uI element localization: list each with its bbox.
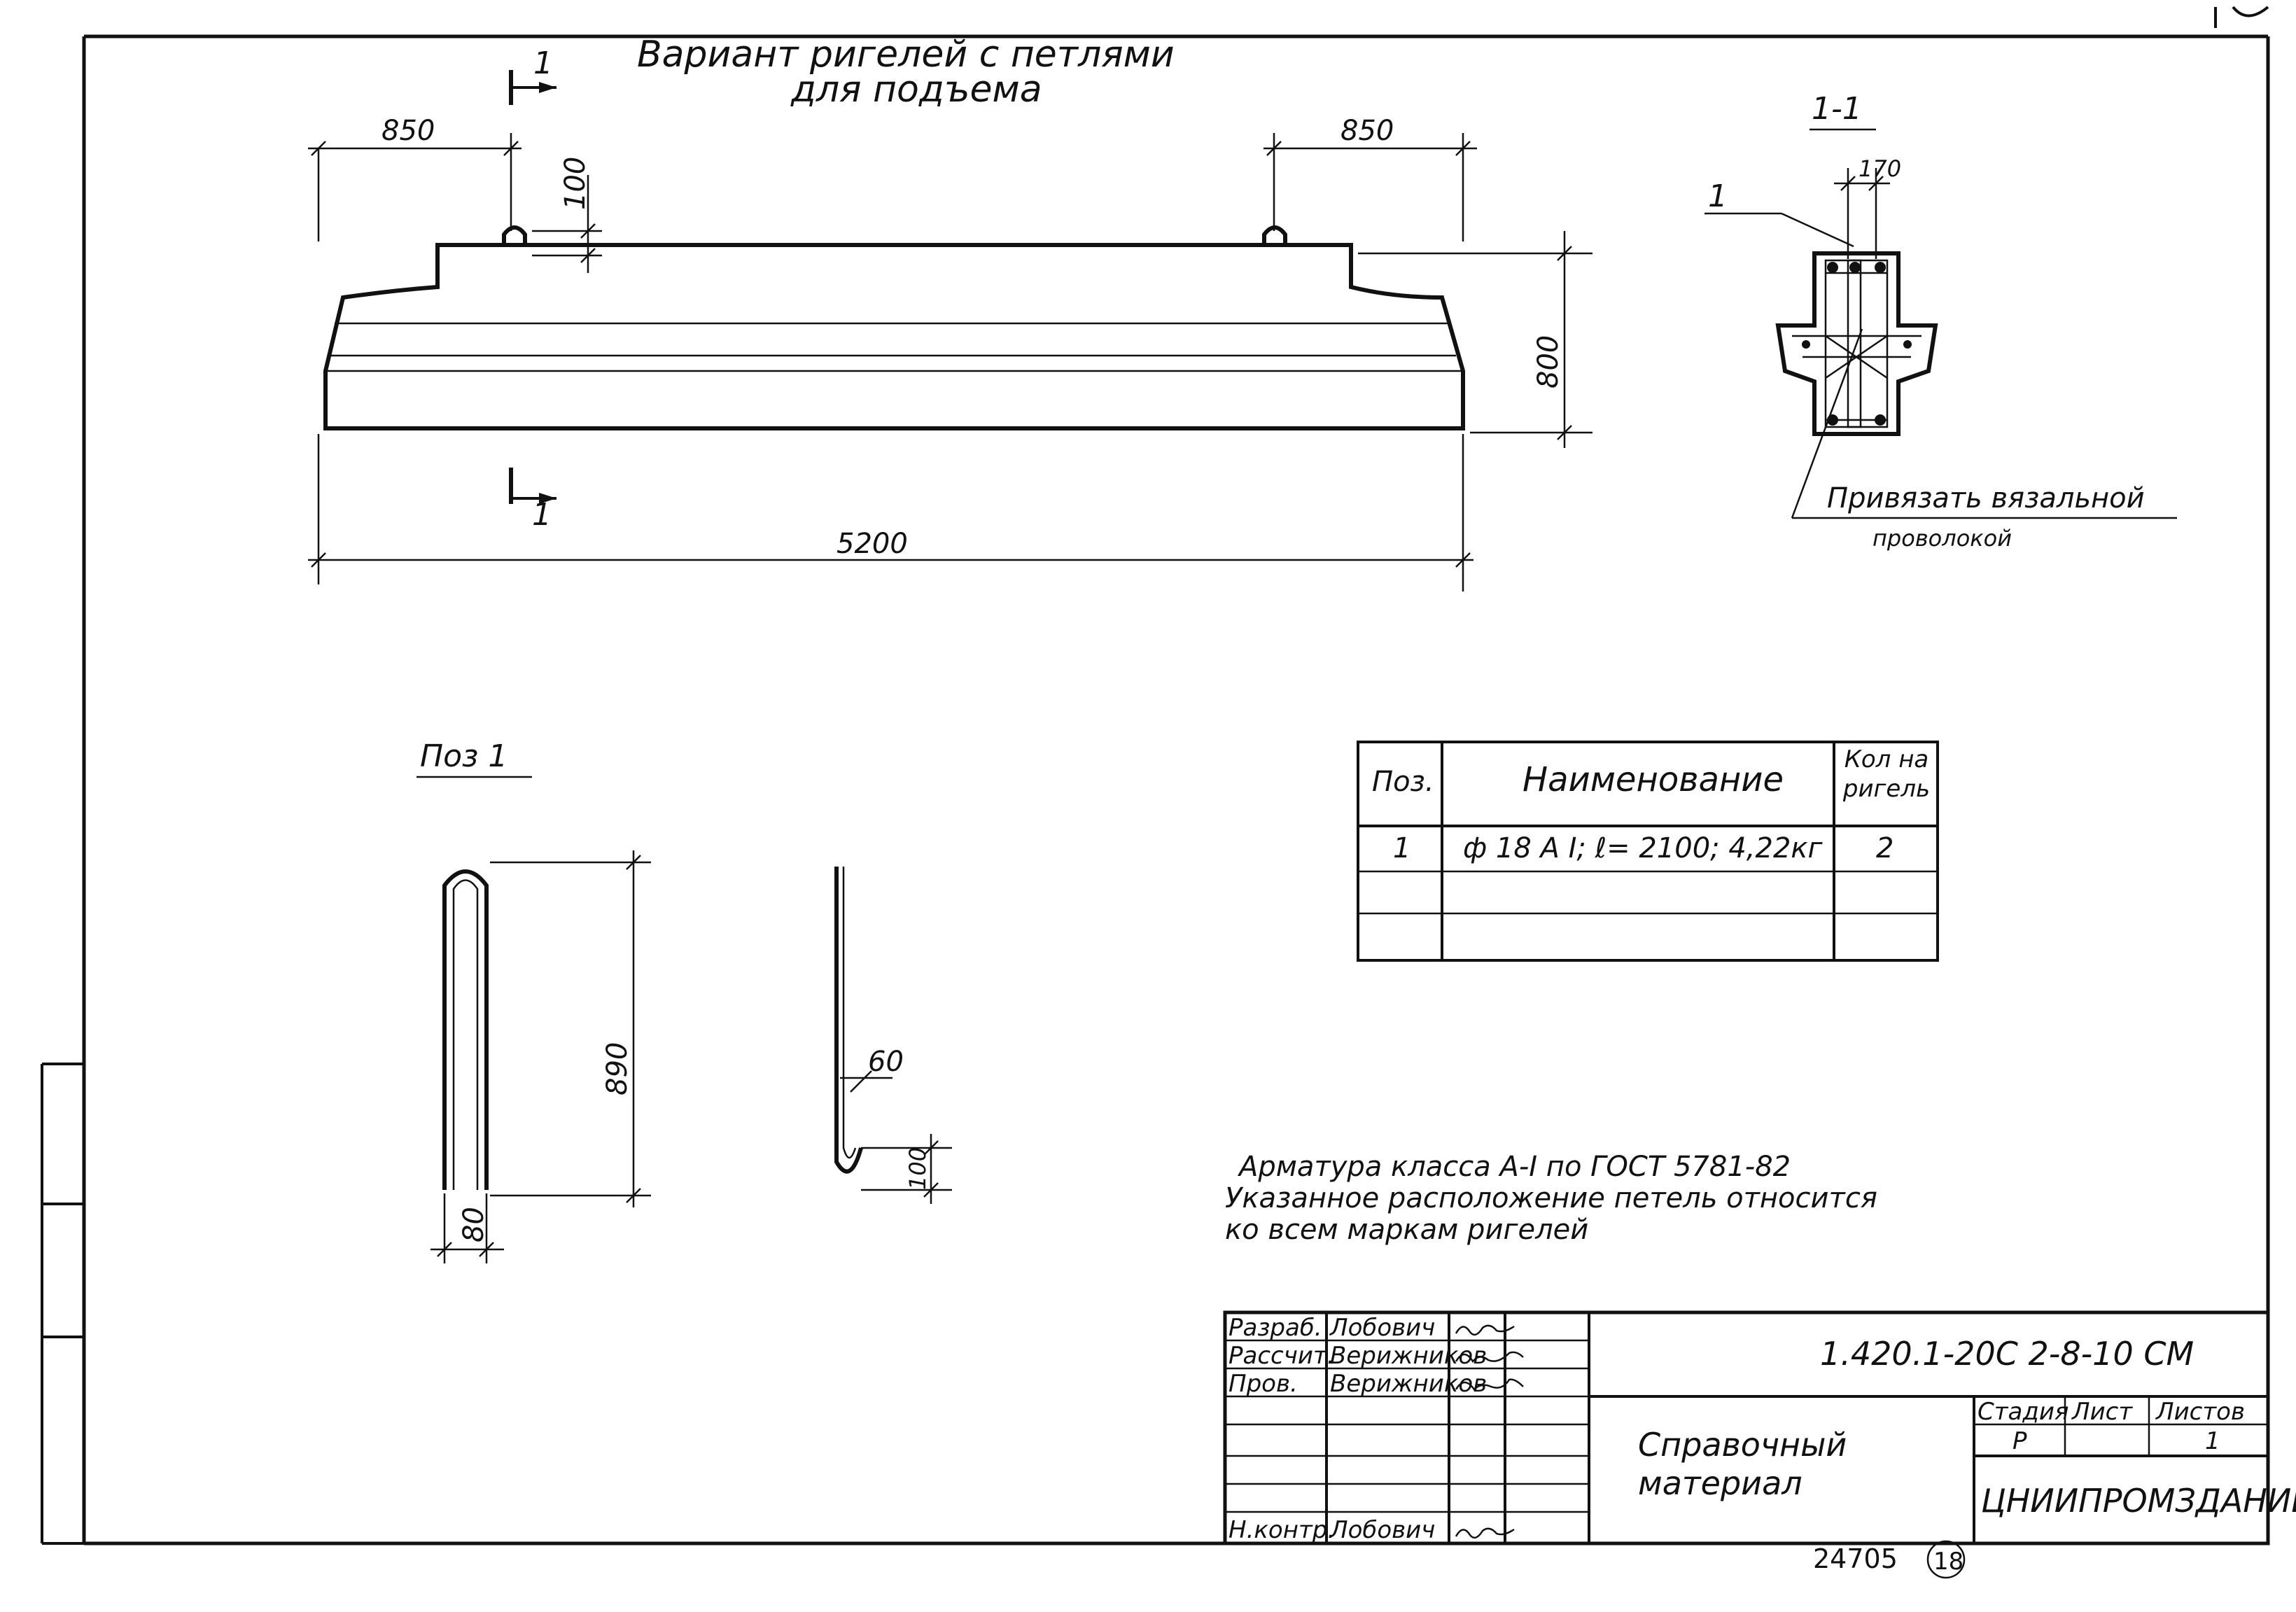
- page-number: 18: [1933, 1548, 1963, 1576]
- dim-pos-height: 890: [601, 1042, 634, 1095]
- table-row-name: ф 18 А I; ℓ= 2100; 4,22кг: [1463, 832, 1823, 864]
- role-name: Верижников: [1330, 1370, 1487, 1398]
- section-arrow-icon: [539, 82, 556, 93]
- beam-outline: [323, 243, 1465, 430]
- title-block: Разраб. Лобович Рассчит. Верижников Пров…: [1223, 1310, 2296, 1546]
- role-name: Лобович: [1329, 1516, 1435, 1544]
- organization: ЦНИИПРОМЗДАНИЙ: [1981, 1482, 2296, 1520]
- drawing-title-line2: для подъема: [790, 69, 1042, 111]
- role-label: Н.контр.: [1228, 1516, 1335, 1544]
- beam-elevation: Вариант ригелей с петлями для подъема 1 …: [308, 34, 1592, 591]
- dim-pos-width: 80: [458, 1207, 490, 1242]
- dim-hook-top: 60: [868, 1046, 904, 1078]
- section-1-1: 1-1 170 1 Привязать вязальной прово: [1704, 91, 2177, 552]
- drawing-title-line1: Вариант ригелей с петлями: [637, 34, 1175, 76]
- note-line: Арматура класса А-I по ГОСТ 5781-82: [1237, 1151, 1791, 1183]
- dim-beam-height: 800: [1532, 335, 1564, 388]
- dim-hook-bottom: 100: [904, 1147, 931, 1190]
- notes: Арматура класса А-I по ГОСТ 5781-82 Указ…: [1225, 1151, 1877, 1246]
- role-name: Лобович: [1329, 1314, 1435, 1342]
- signature-image: [1455, 1324, 1515, 1336]
- table-header-name: Наименование: [1522, 760, 1784, 799]
- dim-section-width: 170: [1858, 155, 1901, 182]
- document-code: 1.420.1-20С 2-8-10 СМ: [1820, 1335, 2194, 1373]
- rebar-loop-front: [442, 869, 489, 1190]
- note-line: Указанное расположение петель относится: [1225, 1182, 1877, 1214]
- section-leader-label: 1: [1708, 178, 1728, 214]
- section-mark-bottom: 1: [532, 497, 552, 533]
- section-arrow-icon: [539, 493, 556, 504]
- sheets-value: 1: [2205, 1427, 2220, 1455]
- tie-note-line2: проволокой: [1872, 525, 2012, 552]
- tie-note-line1: Привязать вязальной: [1827, 482, 2145, 514]
- signature-image: [1455, 1351, 1524, 1364]
- spec-table: Поз. Наименование Кол на ригель 1 ф 18 А…: [1357, 741, 1939, 962]
- position-1-detail: Поз 1 890 80 60 100: [416, 738, 952, 1263]
- dim-beam-length: 5200: [836, 528, 908, 560]
- role-name: Верижников: [1330, 1342, 1487, 1370]
- stage-label: Стадия: [1977, 1398, 2068, 1426]
- role-label: Разраб.: [1228, 1314, 1322, 1342]
- table-header-qty: Кол на ригель: [1842, 745, 1931, 803]
- pos-label: Поз 1: [420, 738, 507, 774]
- dim-right-offset: 850: [1340, 115, 1394, 147]
- sheets-label: Листов: [2155, 1398, 2245, 1426]
- sheet-label: Лист: [2071, 1398, 2133, 1426]
- table-row-pos: 1: [1393, 832, 1410, 864]
- note-line: ко всем маркам ригелей: [1225, 1214, 1588, 1246]
- page-circle: [1926, 1540, 1966, 1579]
- dim-left-offset: 850: [382, 115, 435, 147]
- table-row-qty: 2: [1876, 832, 1893, 864]
- document-title-line2: материал: [1638, 1464, 1802, 1502]
- signature-image: [1455, 1378, 1524, 1391]
- inventory-number: 24705: [1813, 1543, 1898, 1574]
- dim-loop-height: 100: [559, 157, 592, 210]
- lifting-loop-left: [502, 225, 527, 245]
- section-title: 1-1: [1812, 91, 1862, 127]
- section-mark-top: 1: [533, 45, 553, 81]
- role-label: Пров.: [1228, 1370, 1298, 1398]
- document-title-line1: Справочный: [1638, 1426, 1847, 1464]
- sheet-frame: [41, 6, 2270, 1546]
- role-label: Рассчит.: [1228, 1342, 1335, 1370]
- footer: 24705 18: [1813, 1540, 1966, 1579]
- signature-image: [1455, 1527, 1515, 1539]
- table-header-pos: Поз.: [1372, 766, 1434, 798]
- section-outline: [1775, 251, 1938, 436]
- rebar-loop-side: [834, 867, 863, 1174]
- stage-value: Р: [2012, 1427, 2027, 1455]
